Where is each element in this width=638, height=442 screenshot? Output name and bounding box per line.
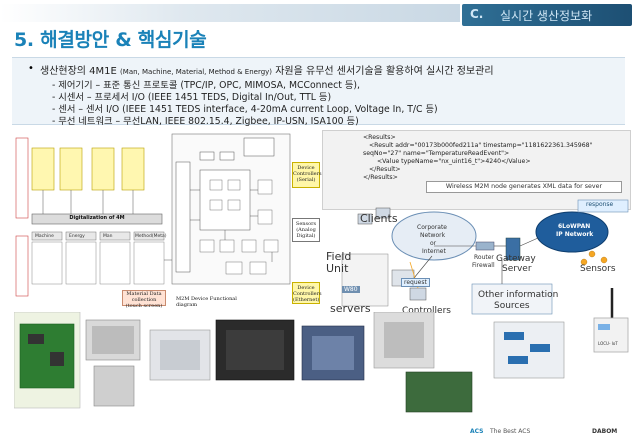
footer-acs: ACS: [470, 428, 484, 435]
bottom-col-machine: Machine: [35, 234, 54, 239]
network-label: Network: [420, 232, 446, 239]
section-code: C.: [470, 7, 484, 21]
request-label: request: [401, 278, 430, 287]
bullet-main: 생산현장의 4M1E (Man, Machine, Material, Meth…: [40, 62, 494, 77]
device-photos: [14, 312, 565, 413]
xml-result-box: <Results> <Result addr="00173b000fed211a…: [322, 130, 631, 210]
xml-line: </Result>: [369, 166, 401, 173]
network-diagram: [341, 199, 629, 315]
callout-device-ethernet: Device Controllers (Ethernet): [292, 282, 322, 304]
other-info-label: Other information: [478, 290, 559, 300]
footer-dabom: DABOM: [592, 428, 618, 435]
xml-caption: Wireless M2M node generates XML data for…: [426, 181, 622, 193]
bullet-sub: - 제어기기 – 표준 통신 프로토콜 (TPC/IP, OPC, MIMOSA…: [52, 80, 360, 91]
bullet-sub: - 센서 – 센서 I/O (IEEE 1451 TEDS interface,…: [52, 104, 438, 115]
server-label: Server: [502, 264, 532, 274]
unit-label: Unit: [326, 262, 349, 275]
sixlowpan-label: 6LoWPAN: [558, 223, 591, 230]
bullet-sub: - 시센서 – 프로세서 I/O (IEEE 1451 TEDS, Digita…: [52, 92, 332, 103]
sensors-label: Sensors: [580, 264, 616, 274]
bullet-main-small: (Man, Machine, Material, Method & Energy…: [120, 68, 273, 76]
diagram-lines: [14, 130, 320, 306]
digitalization-bar: Digitalization of 4M: [69, 215, 125, 221]
section-tag: C. 실시간 생산정보화: [462, 4, 632, 26]
router-label: Router: [474, 254, 494, 261]
ip-network-label: IP Network: [556, 231, 594, 238]
bottom-col-man: Man: [103, 234, 113, 239]
bullet-box: • 생산현장의 4M1E (Man, Machine, Material, Me…: [12, 57, 625, 127]
xml-line: </Results>: [363, 174, 398, 181]
response-label: response: [586, 201, 614, 208]
bullet-sub: - 무선 네트워크 – 무선LAN, IEEE 802.15.4, Zigbee…: [52, 116, 359, 127]
xml-line: <Results>: [363, 134, 396, 141]
xml-line: seqNo="27" name="TemperatureReadEvent">: [363, 150, 510, 157]
bottom-col-method: Method(Meta): [135, 234, 167, 239]
header-stripe: [0, 4, 460, 22]
clients-label: Clients: [360, 212, 398, 225]
servers-label: servers: [330, 302, 371, 315]
callout-material: Material Data collection (touch screen): [122, 290, 166, 309]
firewall-label: Firewall: [472, 262, 495, 269]
header-band: C. 실시간 생산정보화: [0, 0, 638, 26]
xml-line: <Value typeName="nx_uint16_t">4240</Valu…: [377, 158, 531, 165]
internet-label: Internet: [422, 248, 446, 255]
w80-label: W80: [342, 286, 360, 293]
device-caption: LOCU- IoT: [598, 341, 618, 346]
callout-sensors: Sensors (Analog Digital): [292, 218, 320, 242]
corporate-label: Corporate: [417, 224, 447, 231]
sources-label: Sources: [494, 301, 530, 311]
bullet-main-suffix: 자원을 유무선 센서기술을 활용하여 실시간 정보관리: [275, 66, 494, 77]
or-label: or: [430, 240, 437, 247]
iot-device-photo: [593, 288, 629, 353]
m2m-functional-diagram: Digitalization of 4M Machine Energy Man …: [14, 130, 322, 309]
bottom-col-energy: Energy: [69, 234, 85, 239]
bullet-main-prefix: 생산현장의 4M1E: [40, 66, 117, 77]
callout-device-serial: Device Controllers (Serial): [292, 162, 322, 188]
page-title: 5. 해결방안 & 핵심기술: [14, 29, 207, 51]
xml-line: <Result addr="00173b000fed211a" timestam…: [369, 142, 593, 149]
m2m-label: M2M Device Functional diagram: [176, 296, 237, 308]
section-name: 실시간 생산정보화: [500, 9, 593, 23]
bullet-dot: •: [28, 63, 34, 74]
gateway-label: Gateway: [496, 254, 536, 264]
footer-best: The Best ACS: [490, 428, 531, 435]
field-label: Field: [326, 250, 352, 263]
controllers-label: Controllers: [402, 306, 451, 316]
